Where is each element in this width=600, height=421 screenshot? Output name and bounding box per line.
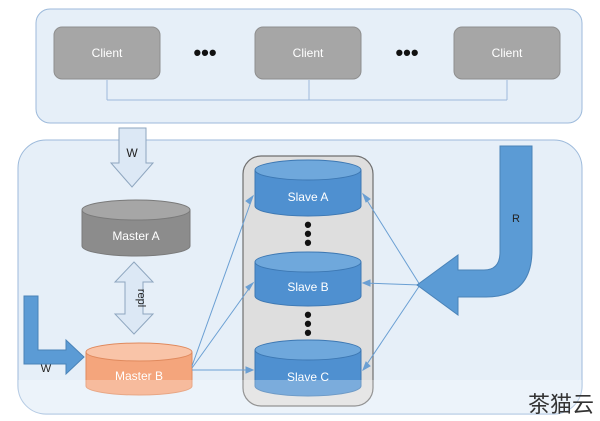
write-arrow-left-label: W <box>41 363 52 375</box>
slave-ellipsis-1b: • <box>304 221 312 246</box>
slave-a-label: Slave A <box>288 190 329 204</box>
master-b-db: Master B <box>85 342 193 396</box>
master-b-label: Master B <box>115 369 163 383</box>
slave-ellipsis-1: • <box>304 212 312 237</box>
slave-c-db: Slave C <box>254 339 362 397</box>
slave-ellipsis-2: • <box>304 302 312 327</box>
slave-b-label: Slave B <box>287 280 328 294</box>
master-a-db: Master A <box>81 199 191 257</box>
write-arrow-top-label: W <box>126 146 138 160</box>
slave-a-db: Slave A <box>254 159 362 217</box>
watermark: 茶猫云 <box>528 393 594 418</box>
read-lines <box>361 192 421 372</box>
write-arrow-top: W <box>109 127 155 188</box>
slave-c-label: Slave C <box>287 370 329 384</box>
client-1-label: Client <box>92 46 123 60</box>
client-1: Client <box>53 26 161 80</box>
client-3-label: Client <box>492 46 523 60</box>
replication-label: repl <box>135 289 147 307</box>
read-arrow: R <box>416 145 533 316</box>
master-a-label: Master A <box>112 229 159 243</box>
client-2: Client <box>254 26 362 80</box>
slave-b-db: Slave B <box>254 251 362 307</box>
client-2-label: Client <box>293 46 324 60</box>
client-ellipsis-1: ••• <box>193 40 216 65</box>
slave-ellipsis-2c: • <box>304 320 312 345</box>
client-connector-lines <box>106 80 508 101</box>
replication-arrow: repl <box>113 261 155 335</box>
slave-ellipsis-2b: • <box>304 311 312 336</box>
client-ellipsis-2: ••• <box>395 40 418 65</box>
slave-ellipsis-1c: • <box>304 230 312 255</box>
master-b-to-slaves-lines <box>191 194 255 374</box>
bottom-band <box>18 380 582 414</box>
client-3: Client <box>453 26 561 80</box>
read-arrow-label: R <box>512 213 520 225</box>
write-arrow-left: W <box>23 295 85 376</box>
